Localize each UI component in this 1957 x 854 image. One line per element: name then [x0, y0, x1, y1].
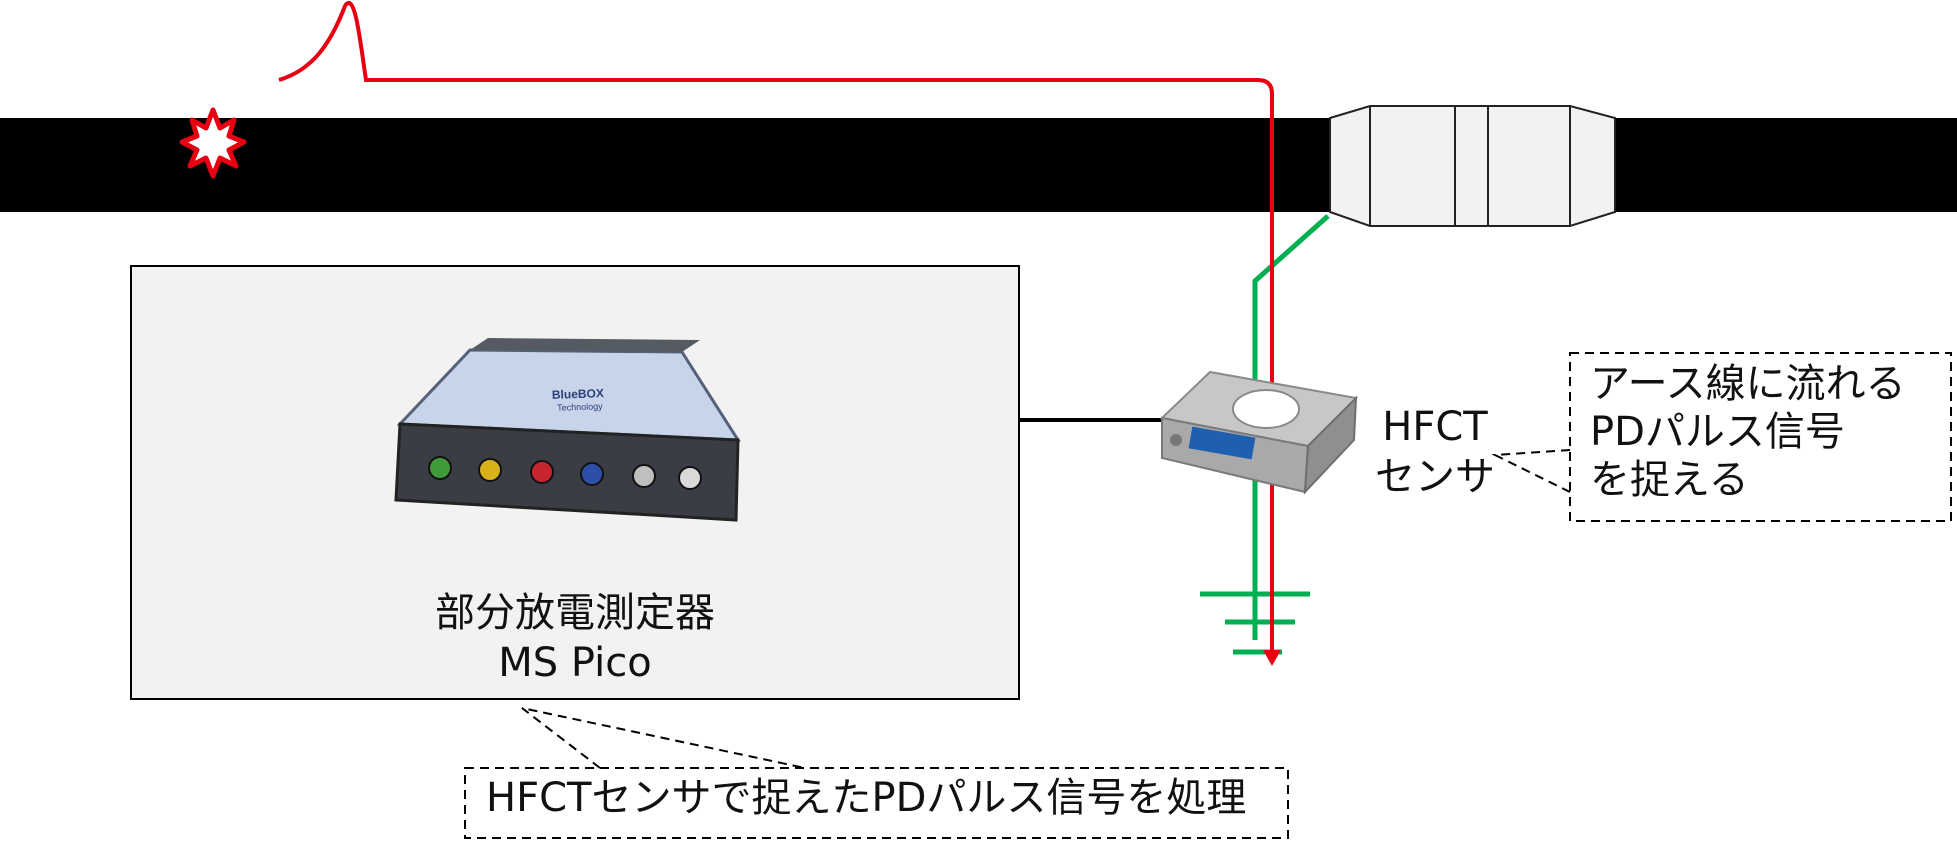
brand-logo: BlueBOX Technology — [552, 386, 604, 413]
note-right-line1: アース線に流れる — [1590, 361, 1906, 407]
pd-pulse-arrowhead — [1263, 650, 1281, 666]
bnc-connector-blue — [580, 462, 604, 486]
bnc-connector-green — [428, 456, 452, 480]
bnc-connector-gray-2 — [678, 466, 702, 490]
device-name-line1: 部分放電測定器 — [435, 590, 715, 636]
discharge-spark-icon — [179, 107, 247, 179]
note-right-line2: PDパルス信号 — [1590, 409, 1845, 455]
note-bottom-box — [464, 767, 1289, 839]
note-bottom-pointer — [521, 707, 806, 769]
note-bottom: HFCTセンサで捉えたPDパルス信号を処理 — [486, 775, 1247, 821]
device-label: 部分放電測定器 MS Pico — [130, 588, 1020, 688]
ms-pico-device-image: BlueBOX Technology — [394, 338, 741, 522]
hfct-sensor-device — [1159, 370, 1359, 495]
cable-joint-icon — [1329, 105, 1616, 227]
bnc-connector-gray-1 — [632, 464, 656, 488]
sensor-label-line1: HFCT — [1382, 404, 1488, 450]
note-right-line3: を捉える — [1590, 457, 1749, 503]
bnc-connector-red — [530, 460, 554, 484]
earth-wire — [1252, 214, 1330, 640]
sensor-label-line2: センサ — [1375, 454, 1495, 500]
pd-pulse-path — [278, 1, 1274, 655]
note-right: アース線に流れる PDパルス信号 を捉える — [1590, 360, 1906, 504]
svg-text:BlueBOX: BlueBOX — [552, 386, 604, 402]
power-cable — [0, 118, 1957, 212]
note-right-box — [1569, 352, 1952, 522]
sensor-label: HFCT センサ — [1370, 402, 1500, 502]
svg-text:Technology: Technology — [557, 401, 603, 413]
device-name-line2: MS Pico — [498, 640, 652, 686]
note-right-pointer — [1491, 449, 1571, 493]
bnc-connector-yellow — [478, 458, 502, 482]
